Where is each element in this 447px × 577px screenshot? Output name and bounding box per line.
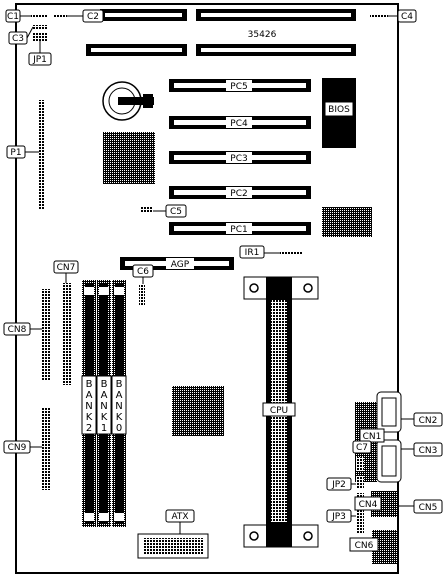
c7-label: C7 bbox=[356, 443, 368, 453]
bank-1-letter: B bbox=[101, 379, 108, 390]
ir1-callout bbox=[239, 245, 265, 259]
jp3-jumper bbox=[356, 493, 364, 533]
bank-1-letter: 1 bbox=[101, 423, 107, 434]
cn8-label: CN8 bbox=[8, 325, 27, 335]
pci-slot-pc1: PC1 bbox=[169, 222, 311, 235]
cpu-label: CPU bbox=[270, 406, 288, 416]
cn7-label: CN7 bbox=[57, 263, 76, 273]
c7-header bbox=[356, 457, 364, 471]
c6-header bbox=[139, 284, 145, 306]
jp3-label: JP3 bbox=[331, 512, 346, 522]
pc2-label: PC2 bbox=[230, 189, 247, 199]
bank-0-letter: 0 bbox=[116, 423, 122, 434]
bank-0-letter: B bbox=[116, 379, 123, 390]
cn7-connector bbox=[62, 283, 71, 385]
memory-bank-2 bbox=[81, 280, 97, 527]
pc3-label: PC3 bbox=[230, 154, 247, 164]
c2-label: C2 bbox=[87, 12, 99, 22]
c1-header bbox=[31, 14, 47, 18]
c6-label: C6 bbox=[137, 267, 149, 277]
chipset-chip-lower bbox=[172, 386, 224, 436]
c5-header bbox=[141, 207, 153, 213]
bank-0-letter: A bbox=[116, 390, 123, 401]
bank-2-letter: N bbox=[85, 401, 92, 412]
jp2-jumper bbox=[356, 476, 364, 488]
c3-header bbox=[33, 25, 47, 29]
p1-connector bbox=[39, 100, 45, 210]
agp-label: AGP bbox=[171, 260, 190, 270]
cn5-label: CN5 bbox=[419, 503, 438, 513]
c7-callout bbox=[352, 440, 372, 454]
bank-0-letter: K bbox=[116, 412, 123, 423]
board-id-label: 35426 bbox=[248, 30, 277, 40]
pc4-label: PC4 bbox=[230, 119, 248, 129]
io-chip bbox=[322, 207, 372, 237]
bank-1-letter: A bbox=[101, 390, 108, 401]
bank-1-letter: K bbox=[101, 412, 108, 423]
c1-label: C1 bbox=[7, 12, 19, 22]
pci-slot-pc2: PC2 bbox=[169, 186, 311, 199]
c4-label: C4 bbox=[401, 12, 413, 22]
c5-label: C5 bbox=[170, 207, 182, 217]
c2-header bbox=[53, 14, 67, 18]
cpu-slot: CPU bbox=[243, 276, 319, 548]
jp1-jumper bbox=[33, 33, 47, 41]
jp2-label: JP2 bbox=[331, 480, 346, 490]
pci-slot-pc3: PC3 bbox=[169, 151, 311, 164]
cn2-label: CN2 bbox=[419, 416, 438, 426]
cn6-callout bbox=[349, 537, 379, 552]
cn9-connector bbox=[42, 408, 51, 490]
pc1-label: PC1 bbox=[230, 225, 247, 235]
memory-bank-1 bbox=[96, 280, 112, 527]
cn3-label: CN3 bbox=[419, 446, 438, 456]
chipset-chip-upper bbox=[103, 132, 155, 184]
pc5-label: PC5 bbox=[230, 82, 247, 92]
jp1-label: JP1 bbox=[32, 55, 47, 65]
bank-2-letter: B bbox=[86, 379, 93, 390]
cn6-label: CN6 bbox=[355, 541, 374, 551]
c4-header bbox=[370, 14, 388, 18]
cn4-callout bbox=[354, 496, 382, 511]
bank-2-letter: A bbox=[86, 390, 93, 401]
bank-2-letter: K bbox=[86, 412, 93, 423]
bios-label: BIOS bbox=[328, 105, 350, 115]
atx-label: ATX bbox=[171, 512, 188, 522]
pci-slot-pc4: PC4 bbox=[169, 116, 311, 129]
ir1-label: IR1 bbox=[245, 248, 260, 258]
rear-io-cluster: CN1 bbox=[355, 391, 402, 483]
c3-label: C3 bbox=[12, 34, 24, 44]
pci-slot-pc5: PC5 bbox=[169, 79, 311, 92]
cn8-connector bbox=[42, 289, 51, 380]
cn4-label: CN4 bbox=[359, 500, 378, 510]
bank-2-letter: 2 bbox=[86, 423, 92, 434]
memory-bank-0 bbox=[111, 280, 127, 527]
bank-0-letter: N bbox=[115, 401, 122, 412]
ir1-header bbox=[280, 251, 302, 255]
cn9-label: CN9 bbox=[8, 443, 27, 453]
p1-label: P1 bbox=[10, 148, 21, 158]
bank-1-letter: N bbox=[100, 401, 107, 412]
cn1-label: CN1 bbox=[363, 432, 382, 442]
